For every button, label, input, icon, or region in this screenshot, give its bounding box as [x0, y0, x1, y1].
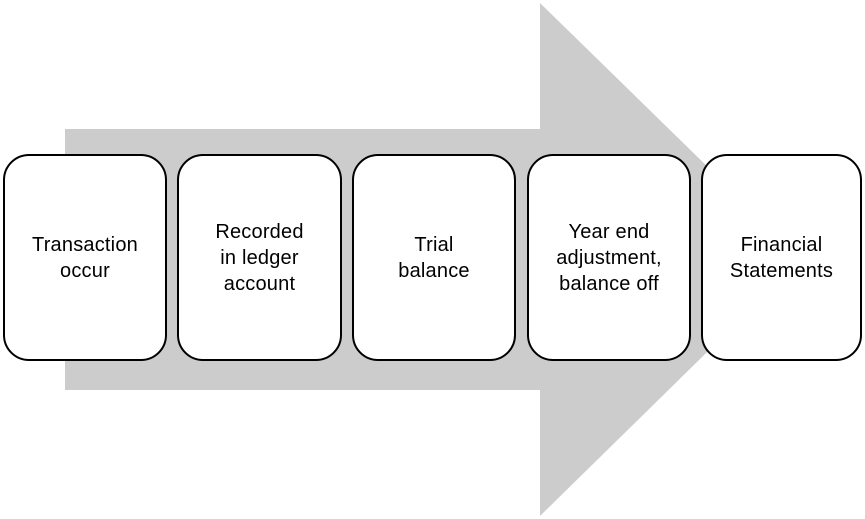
step-box-year-end-adjustment-balance-off: Year end adjustment, balance off	[527, 154, 691, 361]
step-label: Transaction occur	[32, 233, 138, 282]
step-box-trial-balance: Trial balance	[352, 154, 516, 361]
step-box-recorded-in-ledger-account: Recorded in ledger account	[177, 154, 342, 361]
step-label: Trial balance	[398, 233, 470, 282]
step-label: Year end adjustment, balance off	[556, 220, 662, 295]
step-box-transaction-occur: Transaction occur	[3, 154, 167, 361]
step-label: Recorded in ledger account	[215, 220, 304, 295]
step-box-financial-statements: Financial Statements	[701, 154, 862, 361]
step-label: Financial Statements	[729, 233, 834, 282]
